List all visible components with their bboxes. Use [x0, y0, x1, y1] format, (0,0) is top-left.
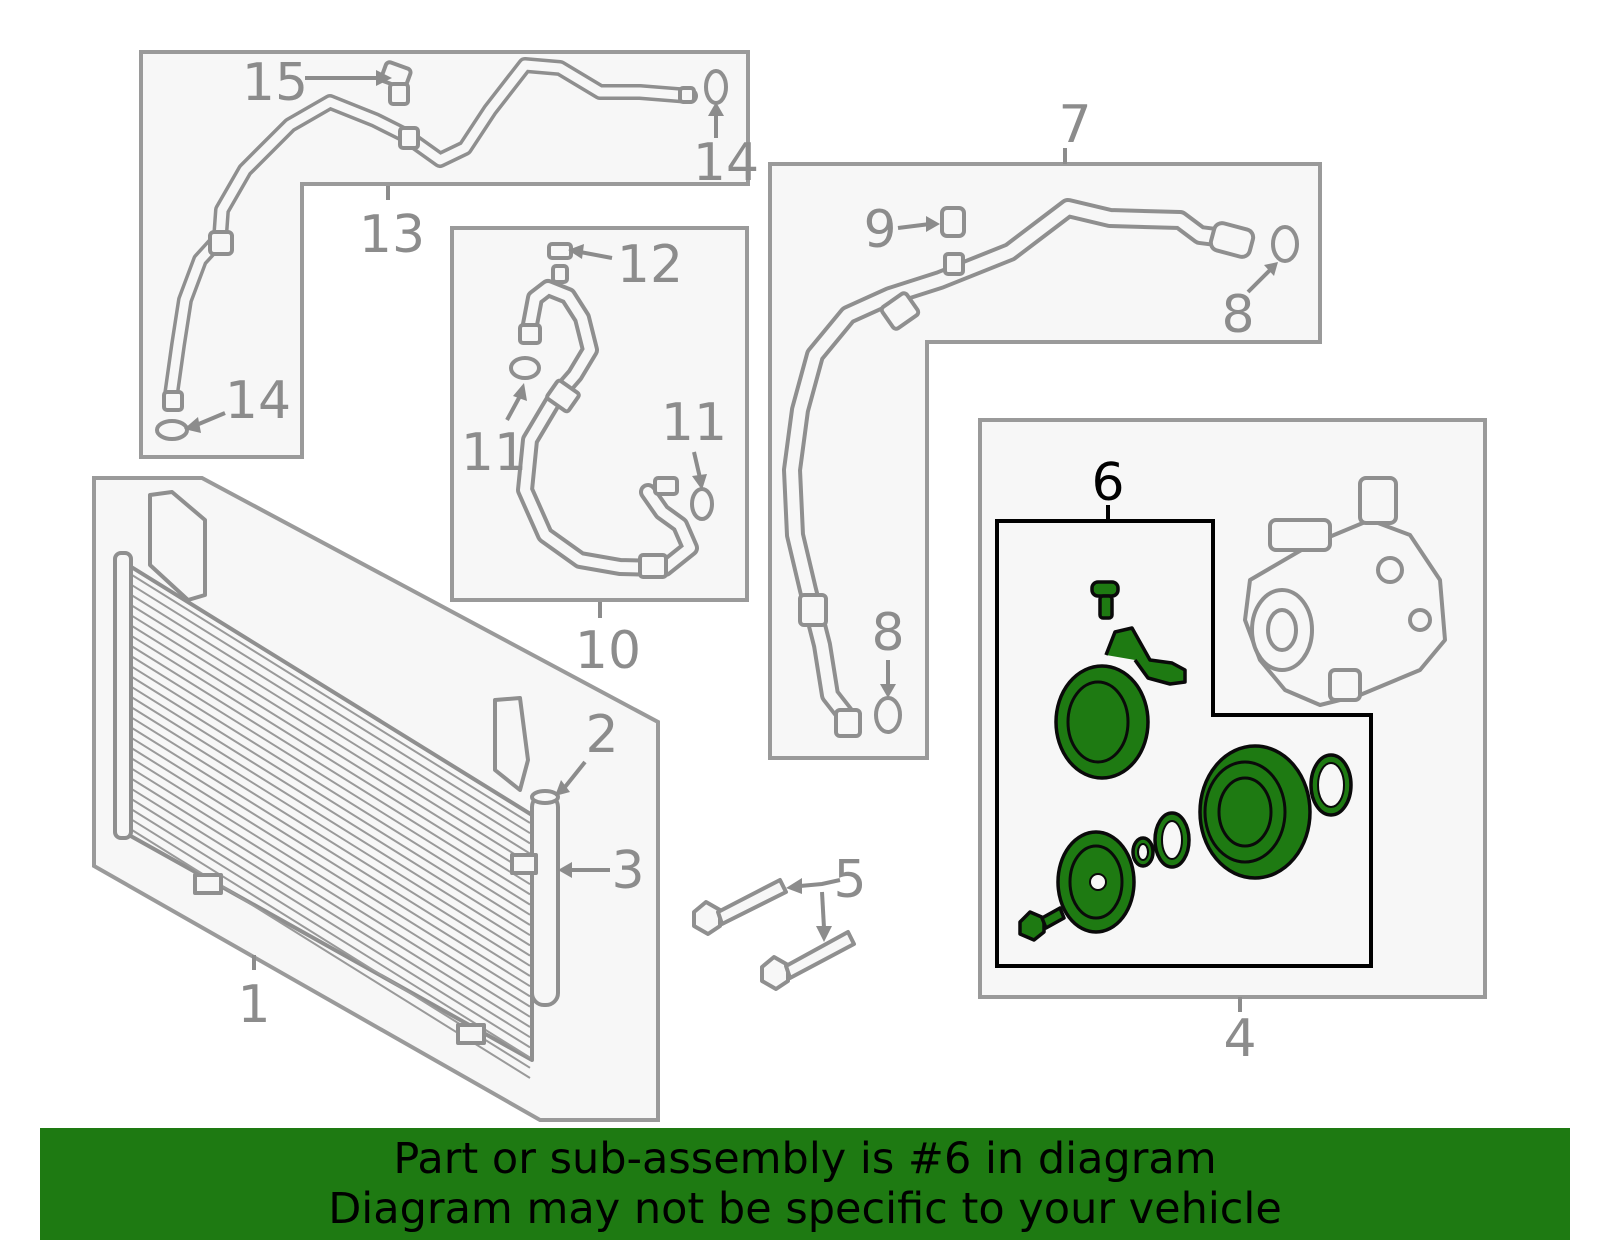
- condenser-fin: [131, 655, 531, 906]
- banner-line-2: Diagram may not be specific to your vehi…: [328, 1184, 1282, 1234]
- condenser-fin: [131, 747, 531, 998]
- o-ring-8-bottom: [874, 696, 902, 734]
- callout-11-left: 11: [461, 423, 527, 483]
- clutch-field-coil: [1054, 626, 1187, 780]
- o-ring-14-top: [704, 69, 728, 105]
- pressure-switch-15: [379, 60, 413, 106]
- callout-7: 7: [1058, 95, 1091, 155]
- clutch-pulley: [1198, 744, 1312, 880]
- condenser-fin: [131, 798, 531, 1049]
- callout-14-top: 14: [693, 133, 759, 193]
- callout-10: 10: [575, 621, 641, 681]
- callout-3: 3: [611, 841, 644, 901]
- condenser-fin: [131, 686, 531, 937]
- info-banner: Part or sub-assembly is #6 in diagram Di…: [40, 1128, 1570, 1240]
- snap-ring-large: [1309, 753, 1353, 817]
- callout-8-top: 8: [1221, 285, 1254, 345]
- condenser-fin: [131, 584, 531, 835]
- callout-12: 12: [617, 235, 683, 295]
- condenser-fin: [131, 676, 531, 926]
- o-ring-14-bottom: [155, 419, 189, 441]
- callout-13: 13: [359, 205, 425, 265]
- o-ring-11-right: [690, 487, 714, 521]
- callout-9: 9: [863, 200, 896, 260]
- callout-14-bottom: 14: [225, 371, 291, 431]
- callout-5: 5: [833, 850, 866, 910]
- clutch-screw: [1090, 580, 1120, 620]
- callout-6: 6: [1091, 453, 1124, 513]
- compressor-4: [1243, 476, 1447, 707]
- callout-4: 4: [1223, 1009, 1256, 1069]
- condenser-fin: [131, 757, 531, 1008]
- condenser-fin: [131, 767, 531, 1018]
- callout-2: 2: [585, 705, 618, 765]
- hose-13: [162, 57, 698, 412]
- condenser-fin: [131, 706, 531, 957]
- hub-bolt: [1018, 906, 1066, 942]
- banner-line-1: Part or sub-assembly is #6 in diagram: [393, 1134, 1217, 1184]
- clutch-hub: [1056, 830, 1136, 934]
- callout-11-right: 11: [661, 393, 727, 453]
- condenser-fin: [131, 645, 531, 896]
- condenser-fin: [131, 727, 531, 977]
- callout-1: 1: [237, 975, 270, 1035]
- condenser-fin: [131, 788, 531, 1039]
- condenser-fin: [131, 574, 531, 824]
- o-ring-8-top: [1271, 225, 1299, 263]
- panel-10: [450, 226, 749, 602]
- condenser-1: [113, 490, 534, 1079]
- callout-15: 15: [242, 53, 308, 113]
- panel-13: [139, 50, 750, 459]
- shim-washer: [1131, 836, 1155, 868]
- condenser-fin: [131, 604, 531, 855]
- o-ring-11-left: [509, 356, 541, 380]
- condenser-fin: [131, 696, 531, 947]
- cap-9: [940, 206, 966, 238]
- condenser-fin: [131, 635, 531, 886]
- condenser-fin: [131, 665, 531, 916]
- snap-ring-small: [1153, 811, 1191, 869]
- bolt-5-upper: [692, 878, 788, 936]
- receiver-drier-2: [510, 789, 560, 1007]
- condenser-fin: [131, 594, 531, 845]
- callout-8-bottom: 8: [871, 603, 904, 663]
- condenser-fin: [131, 808, 531, 1059]
- condenser-fin: [131, 614, 531, 865]
- condenser-fin: [131, 737, 531, 988]
- hose-7: [782, 198, 1256, 738]
- condenser-fin: [131, 778, 531, 1028]
- condenser-fin: [131, 716, 531, 967]
- bolt-5-lower: [760, 930, 856, 991]
- condenser-fin: [131, 625, 531, 875]
